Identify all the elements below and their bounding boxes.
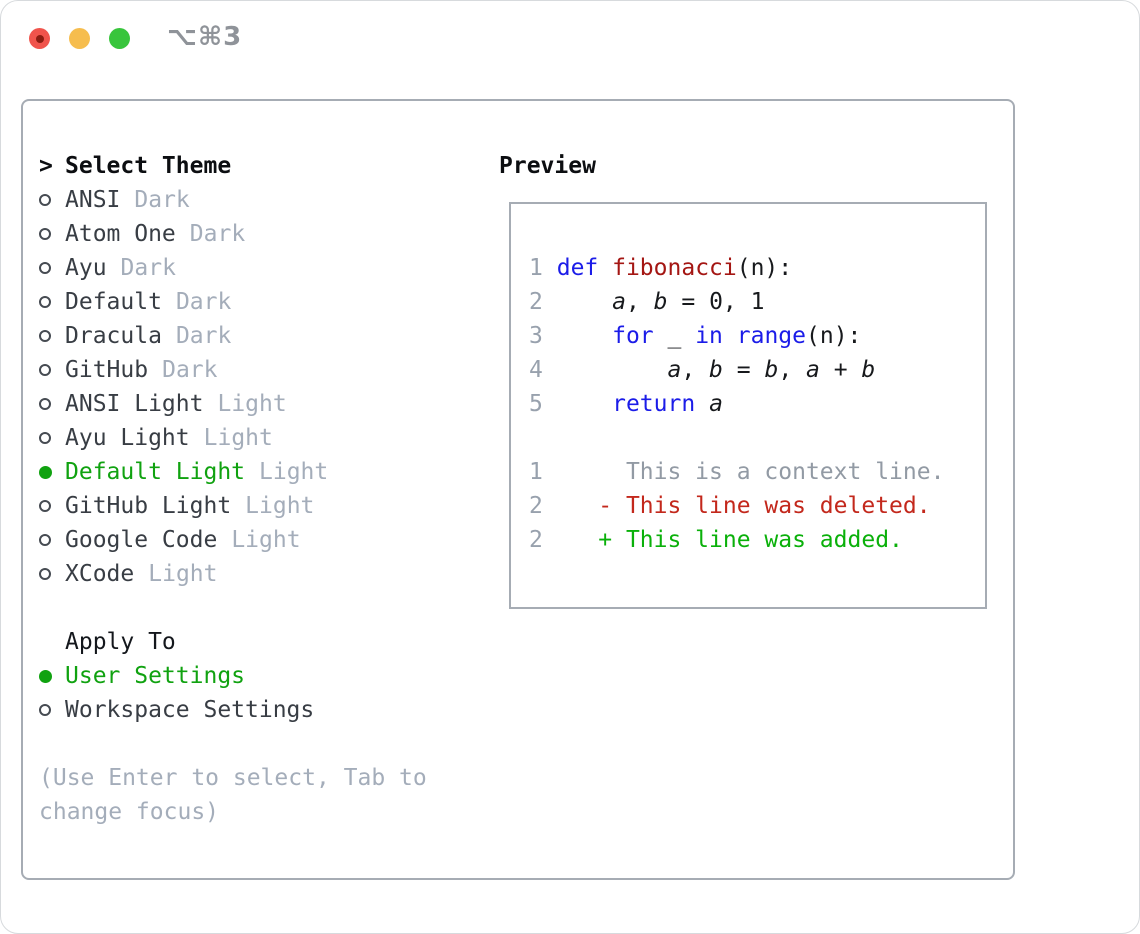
radio-unselected-icon [39, 364, 65, 376]
radio-unselected-icon [39, 568, 65, 580]
apply-option-user-settings[interactable]: User Settings [39, 659, 469, 693]
radio-unselected-icon [39, 330, 65, 342]
radio-unselected-icon [39, 398, 65, 410]
radio-selected-icon [39, 465, 65, 479]
code-line-1: 1 def fibonacci(n): [529, 255, 793, 281]
spacer-row [39, 591, 469, 625]
radio-unselected-icon [39, 228, 65, 240]
radio-unselected-icon [39, 262, 65, 274]
radio-selected-icon [39, 669, 65, 683]
select-theme-header: > Select Theme [39, 149, 469, 183]
code-line-4: 4 a, b = b, a + b [529, 357, 876, 383]
diff-deleted-line: 2 - This line was deleted. [529, 493, 931, 519]
preview-title: Preview [499, 153, 596, 179]
traffic-lights [29, 28, 130, 49]
code-line-5: 5 return a [529, 391, 723, 417]
maximize-button[interactable] [109, 28, 130, 49]
radio-unselected-icon [39, 194, 65, 206]
radio-unselected-icon [39, 704, 65, 716]
preview-content: 1 def fibonacci(n): 2 a, b = 0, 1 3 for … [511, 204, 985, 557]
help-text: (Use Enter to select, Tab to change focu… [39, 765, 427, 825]
diff-context-line: 1 This is a context line. [529, 459, 945, 485]
apply-option-workspace-settings[interactable]: Workspace Settings [39, 693, 469, 727]
apply-to-header: Apply To [65, 629, 176, 655]
spacer-row [529, 421, 985, 455]
radio-unselected-icon [39, 432, 65, 444]
code-line-3: 3 for _ in range(n): [529, 323, 862, 349]
close-dot-icon [35, 34, 44, 43]
close-button[interactable] [29, 28, 50, 49]
window-shortcut-label: ⌥⌘3 [167, 22, 243, 52]
select-theme-title: Select Theme [65, 153, 232, 179]
diff-added-line: 2 + This line was added. [529, 527, 903, 553]
radio-unselected-icon [39, 296, 65, 308]
code-line-2: 2 a, b = 0, 1 [529, 289, 765, 315]
preview-pane: 1 def fibonacci(n): 2 a, b = 0, 1 3 for … [509, 202, 987, 609]
minimize-button[interactable] [69, 28, 90, 49]
radio-unselected-icon [39, 500, 65, 512]
spacer-row [39, 727, 469, 761]
pointer-icon: > [39, 153, 53, 179]
radio-unselected-icon [39, 534, 65, 546]
